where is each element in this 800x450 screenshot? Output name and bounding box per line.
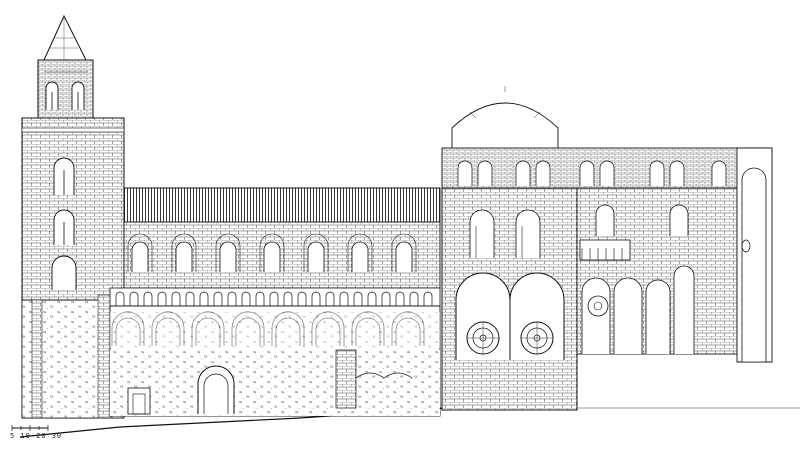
transept-windows — [469, 209, 541, 258]
arcade-frieze — [115, 291, 433, 306]
side-portal — [197, 365, 235, 414]
apse-windows — [595, 204, 689, 236]
scale-label: 5 10 20 30 — [10, 432, 63, 440]
small-door — [127, 387, 151, 415]
bell-tower — [21, 14, 125, 419]
tower-windows — [51, 157, 77, 290]
belfry-windows — [44, 71, 88, 110]
rose-arches — [455, 272, 565, 360]
buttress — [335, 349, 413, 409]
nave — [109, 187, 441, 417]
transept — [441, 86, 773, 411]
scale-bar — [11, 425, 49, 431]
clerestory-windows — [127, 233, 417, 272]
